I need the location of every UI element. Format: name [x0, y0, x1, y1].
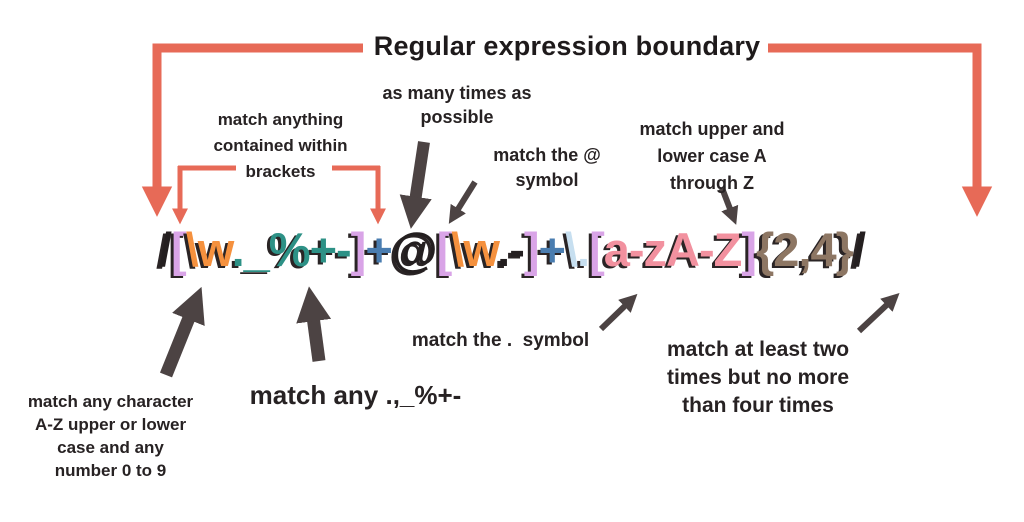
- annotation-alpha-class: match upper and lower case A through Z: [622, 116, 802, 197]
- annotation-line: number 0 to 9: [54, 461, 167, 480]
- regex-expression: /[\w._%+-]+@[\w.-]+\.[a-zA-Z]{2,4}/: [0, 222, 1024, 277]
- regex-token: ]: [523, 223, 540, 276]
- annotation-at-symbol: match the @ symbol: [462, 143, 632, 193]
- quantifier-range-arrow: [856, 292, 900, 334]
- annotation-line: than four times: [682, 394, 834, 417]
- annotation-line: contained within: [213, 136, 348, 155]
- annotation-line: lower case A: [657, 146, 767, 166]
- regex-token: ]: [350, 223, 367, 276]
- plus-quantifier-arrow: [399, 141, 432, 229]
- annotation-line: brackets: [245, 162, 316, 181]
- regex-token: .-: [497, 223, 525, 276]
- regex-token: /: [158, 223, 172, 276]
- annotation-line: match the . symbol: [411, 330, 590, 351]
- annotation-line: match upper and: [639, 119, 785, 139]
- dot-symbol-arrow: [598, 293, 638, 332]
- annotation-plus-quantifier: as many times as possible: [372, 81, 542, 129]
- regex-token: [: [436, 223, 453, 276]
- regex-token: \.: [564, 223, 590, 276]
- annotation-line: match the @: [493, 145, 601, 165]
- regex-token: +: [365, 223, 392, 276]
- annotation-dot-symbol: match the . symbol: [393, 329, 608, 352]
- annotation-line: times but no more: [666, 366, 850, 389]
- annotation-line: match any .,_%+-: [249, 380, 462, 410]
- annotation-line: as many times as: [382, 83, 532, 103]
- regex-token: /: [852, 223, 866, 276]
- regex-token: \w: [451, 223, 498, 276]
- annotation-line: A-Z upper or lower: [34, 415, 187, 434]
- regex-token: [: [589, 223, 605, 276]
- regex-token: ._%+-: [231, 223, 352, 276]
- regex-token: @: [391, 223, 438, 276]
- diagram-title: Regular expression boundary: [373, 31, 761, 61]
- annotation-line: match anything: [217, 110, 344, 129]
- annotation-line: case and any: [57, 438, 164, 457]
- annotation-line: match at least two: [666, 338, 850, 361]
- word-char-arrow: [159, 286, 205, 378]
- annotation-line: possible: [420, 107, 494, 127]
- regex-token: +: [538, 223, 566, 276]
- regex-token: \w: [185, 223, 233, 276]
- annotation-special-chars: match any .,_%+-: [238, 380, 473, 410]
- annotation-line: match any character: [27, 392, 194, 411]
- annotation-brackets: match anything contained within brackets: [183, 107, 378, 185]
- annotation-line: symbol: [515, 170, 579, 190]
- regex-token: {2,4}: [756, 223, 854, 276]
- special-chars-arrow: [296, 286, 332, 362]
- regex-token: a-zA-Z: [603, 223, 743, 276]
- regex-token: [: [171, 223, 187, 276]
- regex-token: ]: [741, 223, 757, 276]
- annotation-line: through Z: [670, 173, 754, 193]
- annotation-quantifier-range: match at least two times but no more than …: [643, 336, 873, 420]
